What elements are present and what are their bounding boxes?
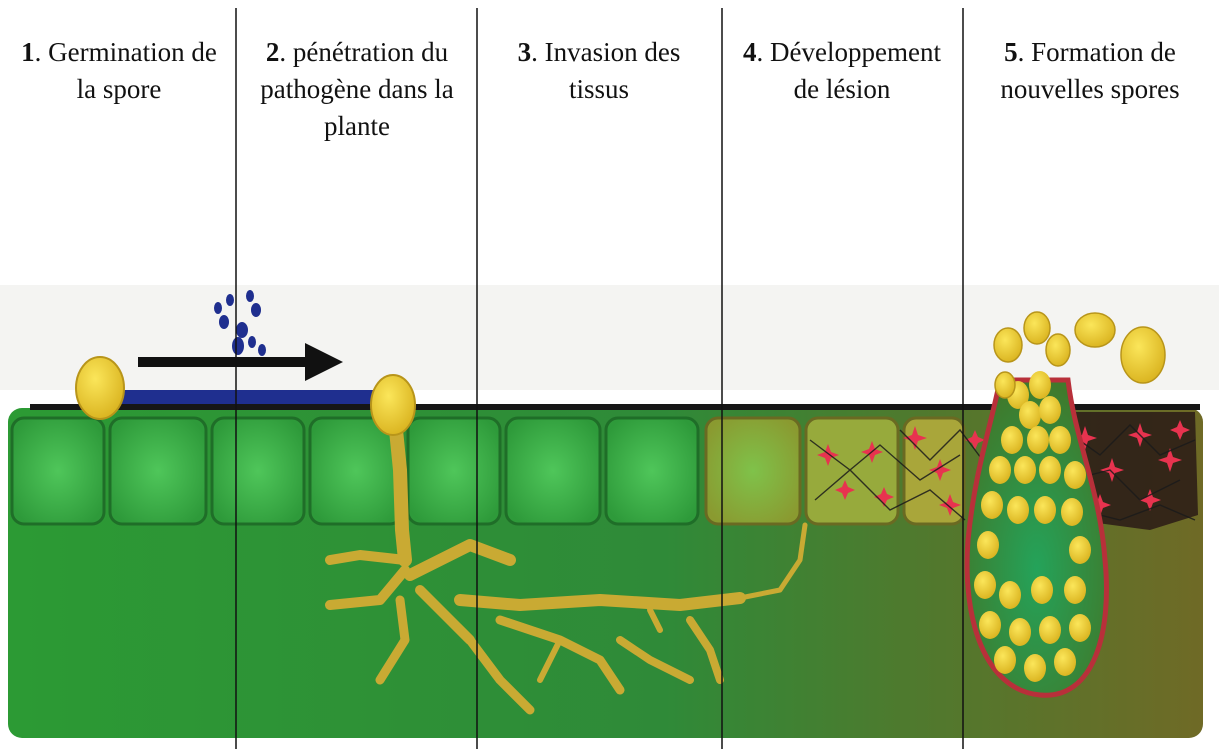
stage-number: 5 bbox=[1004, 37, 1018, 67]
stage-2-label: 2. pénétration du pathogène dans la plan… bbox=[240, 34, 474, 145]
spore bbox=[76, 357, 124, 419]
stage-number: 2 bbox=[266, 37, 280, 67]
epidermal-cell bbox=[12, 418, 104, 524]
epidermal-cell bbox=[212, 418, 304, 524]
stage-5-label: 5. Formation de nouvelles spores bbox=[966, 34, 1214, 108]
epidermal-cells bbox=[12, 418, 964, 524]
stage-1-title: 1. Germination de bbox=[8, 34, 230, 71]
stage-number: 1 bbox=[21, 37, 35, 67]
stage-5-line2: nouvelles spores bbox=[966, 71, 1214, 108]
stage-1-line2: la spore bbox=[8, 71, 230, 108]
water-film bbox=[118, 390, 373, 404]
germinating-spore bbox=[371, 375, 415, 435]
stage-2-title: 2. pénétration du bbox=[240, 34, 474, 71]
stage-3-line2: tissus bbox=[480, 71, 718, 108]
stage-2-line3: plante bbox=[240, 108, 474, 145]
epidermal-cell bbox=[806, 418, 898, 524]
stage-title: . pénétration du bbox=[279, 37, 448, 67]
epidermal-cell bbox=[606, 418, 698, 524]
stage-5-title: 5. Formation de bbox=[966, 34, 1214, 71]
epidermal-cell bbox=[408, 418, 500, 524]
stage-title: . Invasion des bbox=[531, 37, 680, 67]
epidermal-cell bbox=[706, 418, 800, 524]
stage-3-title: 3. Invasion des bbox=[480, 34, 718, 71]
stage-number: 4 bbox=[743, 37, 757, 67]
stage-title: . Développement bbox=[757, 37, 941, 67]
stage-2-line2: pathogène dans la bbox=[240, 71, 474, 108]
stage-title: . Germination de bbox=[35, 37, 217, 67]
stage-4-line2: de lésion bbox=[724, 71, 960, 108]
epidermal-cell bbox=[110, 418, 206, 524]
stage-title: . Formation de bbox=[1018, 37, 1176, 67]
stage-3-label: 3. Invasion des tissus bbox=[480, 34, 718, 108]
stage-number: 3 bbox=[518, 37, 532, 67]
epidermal-cell bbox=[506, 418, 600, 524]
stage-4-title: 4. Développement bbox=[724, 34, 960, 71]
stage-4-label: 4. Développement de lésion bbox=[724, 34, 960, 108]
stage-1-label: 1. Germination de la spore bbox=[8, 34, 230, 108]
